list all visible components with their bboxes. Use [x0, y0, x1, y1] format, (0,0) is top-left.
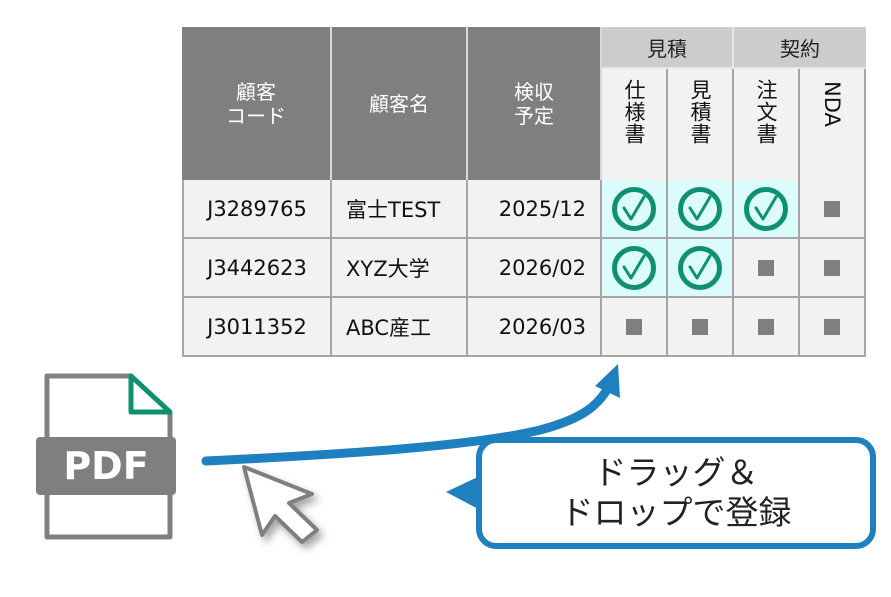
header-label: 見積書: [688, 79, 712, 145]
header-nda: NDA: [800, 69, 866, 180]
cell-customer-name: XYZ大学: [332, 239, 468, 298]
cell-text: 2025/12: [498, 196, 586, 221]
header-estimate: 見積書: [668, 69, 734, 180]
check-circle-icon: [678, 245, 722, 290]
mouse-cursor-icon: [242, 465, 319, 544]
header-customer-name: 顧客名: [332, 27, 468, 180]
pending-square-icon: [626, 318, 642, 335]
pdf-text: PDF: [63, 444, 149, 488]
cell-text: J3289765: [207, 196, 307, 221]
cell-text: 富士TEST: [346, 197, 441, 222]
cell-text: ABC産工: [346, 315, 432, 340]
callout-line-1: ドラッグ＆: [593, 453, 759, 492]
header-label: 顧客名: [369, 91, 429, 116]
pdf-file-label: PDF: [36, 437, 176, 495]
cell-acceptance-date: 2026/03: [468, 298, 602, 357]
cell-customer-code: J3289765: [182, 180, 332, 239]
header-label: 注文書: [754, 79, 778, 145]
header-label: コード: [226, 103, 286, 128]
cell-status-nda: [800, 298, 866, 357]
cell-status-estimate: [668, 180, 734, 239]
pending-square-icon: [758, 318, 774, 335]
cell-status-estimate: [668, 298, 734, 357]
check-circle-icon: [678, 186, 722, 231]
cell-text: J3442623: [207, 255, 307, 280]
header-label: 検収: [514, 79, 554, 104]
cell-status-nda: [800, 180, 866, 239]
cell-text: 2026/02: [498, 255, 586, 280]
cell-status-nda: [800, 239, 866, 298]
header-label: NDA: [820, 81, 844, 127]
pending-square-icon: [692, 318, 708, 335]
header-group-contract: 契約: [734, 27, 866, 69]
header-order: 注文書: [734, 69, 800, 180]
pending-square-icon: [824, 318, 840, 335]
cell-status-spec: [602, 298, 668, 357]
cell-customer-code: J3442623: [182, 239, 332, 298]
cell-customer-code: J3011352: [182, 298, 332, 357]
pending-square-icon: [824, 200, 840, 217]
header-spec: 仕様書: [602, 69, 668, 180]
check-circle-icon: [744, 186, 788, 231]
cell-acceptance-date: 2026/02: [468, 239, 602, 298]
check-circle-icon: [612, 186, 656, 231]
callout-line-2: ドロップで登録: [560, 493, 792, 532]
header-label: 顧客: [236, 79, 276, 104]
pending-square-icon: [824, 259, 840, 276]
cell-status-order: [734, 180, 800, 239]
header-acceptance: 検収 予定: [468, 27, 602, 180]
cell-status-estimate: [668, 239, 734, 298]
header-group-estimate: 見積: [602, 27, 734, 69]
cell-status-order: [734, 298, 800, 357]
header-customer-code: 顧客 コード: [182, 27, 332, 180]
cell-status-spec: [602, 180, 668, 239]
group-label: 契約: [780, 36, 820, 61]
callout-pointer-icon: [446, 474, 484, 512]
group-label: 見積: [647, 36, 687, 61]
header-label: 仕様書: [622, 79, 646, 145]
cell-status-order: [734, 239, 800, 298]
cell-text: 2026/03: [498, 314, 586, 339]
cell-text: XYZ大学: [346, 256, 430, 281]
cell-acceptance-date: 2025/12: [468, 180, 602, 239]
cell-status-spec: [602, 239, 668, 298]
header-label: 予定: [514, 103, 554, 128]
document-status-table: 顧客 コード 顧客名 検収 予定 見積 契約 仕様書 見積書 注文書 NDA J…: [182, 27, 866, 357]
pending-square-icon: [758, 259, 774, 276]
cell-customer-name: ABC産工: [332, 298, 468, 357]
check-circle-icon: [612, 245, 656, 290]
cell-text: J3011352: [207, 314, 307, 339]
cell-customer-name: 富士TEST: [332, 180, 468, 239]
drag-drop-callout: ドラッグ＆ ドロップで登録: [476, 437, 876, 549]
